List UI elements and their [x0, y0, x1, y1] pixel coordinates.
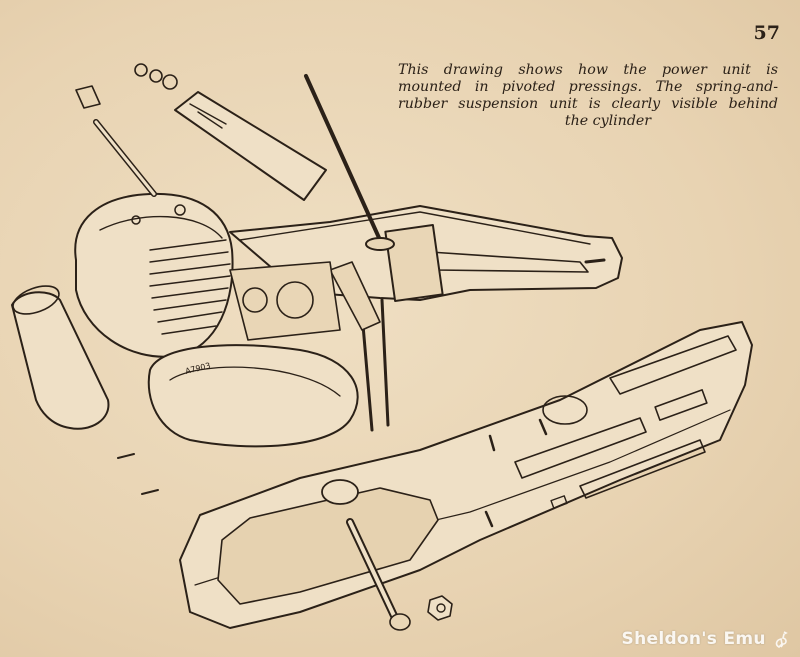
watermark: Sheldon's Emu: [622, 629, 790, 649]
silencer: [11, 285, 110, 430]
figure-caption: This drawing shows how the power unit is…: [398, 62, 778, 130]
page-number: 57: [753, 22, 780, 44]
caption-line: This drawing shows how the power unit is: [398, 62, 778, 78]
pivot-bolt: [321, 479, 453, 631]
crankcase: [147, 261, 359, 448]
suspension-unit: [304, 74, 395, 432]
loose-screws: [117, 418, 548, 528]
exploded-parts: [75, 63, 327, 201]
caption-line: rubber suspension unit is clearly visibl…: [398, 96, 778, 112]
caption-line: the cylinder: [564, 113, 652, 129]
caption-line: mounted in pivoted pressings. The spring…: [398, 79, 778, 95]
watermark-text: Sheldon's Emu: [621, 629, 766, 649]
emu-icon: [772, 630, 790, 648]
engine-cylinder: [74, 192, 234, 358]
lower-pressing: [179, 321, 753, 629]
